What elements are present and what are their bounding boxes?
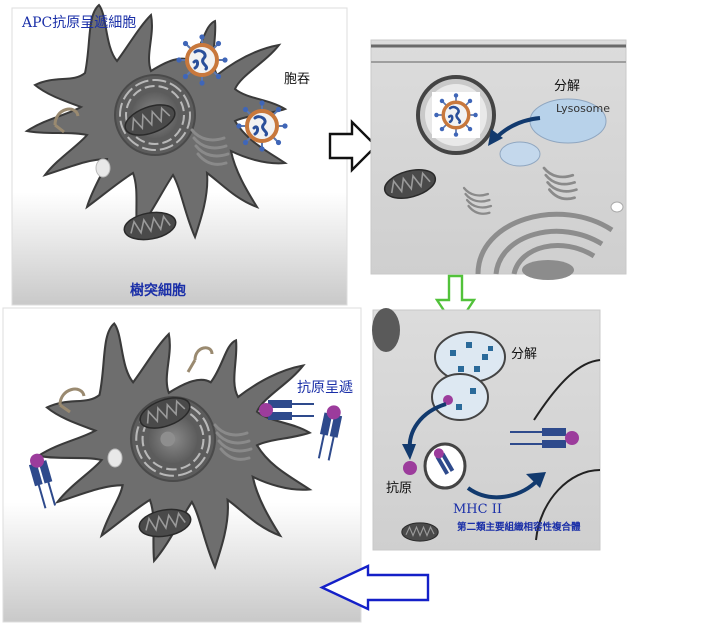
dendritic-cell-label: 樹突細胞 [130,282,186,299]
panel-phagosome-lysosome: 分解 Lysosome [370,39,627,280]
antigen-label: 抗原 [386,481,412,496]
receptor-hook-icon [58,346,214,414]
virus-icon [174,32,230,88]
endosome-degrading [431,331,506,421]
receptor-hook-icon [53,107,80,134]
phagocytosis-label: 胞吞 [284,72,310,87]
antigen-presentation-label: 抗原呈遞 [297,380,353,396]
virus-icon [432,91,480,139]
panel-antigen-presentation: 抗原呈遞 [2,307,362,623]
mhc2-label: MHC II [453,502,502,517]
mhc-ii-receptor-icon [433,448,455,475]
mhc-ii-receptor-icon [510,428,579,448]
degrade-label: 分解 [511,347,537,362]
antigen-dot-icon [403,461,417,475]
panel-mhc-loading: 分解 抗原 MHC II 第二類主要組織相容性複合體 [372,308,601,551]
vesicle-icon [499,141,541,167]
degrade-label: 分解 [554,79,580,94]
mitochondrion-icon [401,522,439,542]
virus-icon [234,98,290,154]
vesicle-icon [95,158,111,178]
arrow-right-icon [328,119,378,173]
mhc2-full-label: 第二類主要組織相容性複合體 [457,521,581,533]
transport-arrow-icon [466,478,540,500]
lysosome-label: Lysosome [556,102,610,115]
nucleus-icon [475,211,614,275]
vesicle-icon [107,448,123,468]
arrow-left-icon [319,564,430,611]
panel-apc-phagocytosis: APC抗原呈遞細胞 胞吞 樹突細胞 [11,4,348,306]
apc-title: APC抗原呈遞細胞 [21,15,136,31]
